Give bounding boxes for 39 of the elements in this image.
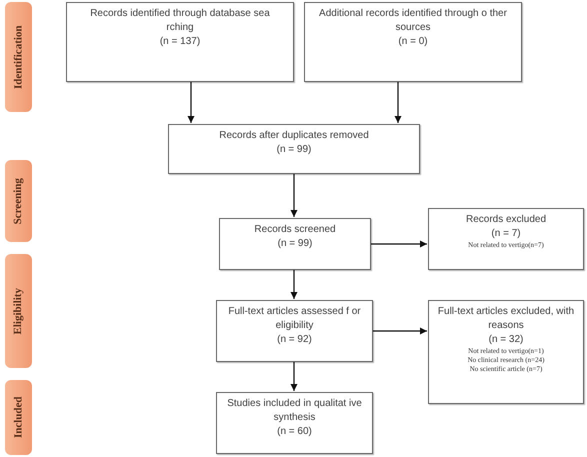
count-text: (n = 99) bbox=[276, 143, 312, 157]
arrow bbox=[188, 82, 194, 123]
box-title: Records screened bbox=[254, 223, 336, 237]
box-title: Records identified through database sea rching bbox=[89, 7, 271, 35]
count-text: (n = 7) bbox=[491, 227, 521, 241]
phase-band bbox=[5, 380, 32, 455]
arrow bbox=[373, 328, 427, 334]
arrow bbox=[290, 270, 298, 299]
process-box bbox=[428, 300, 584, 404]
process-box bbox=[216, 300, 373, 362]
box-title: Studies included in qualitat ive synthesis bbox=[226, 397, 363, 425]
box-title: Full-text articles excluded, with reasons bbox=[436, 305, 576, 333]
process-box bbox=[66, 2, 294, 82]
process-box bbox=[216, 392, 373, 454]
process-box bbox=[168, 124, 420, 174]
box-title: Records excluded bbox=[466, 213, 546, 227]
count-text: (n = 137) bbox=[160, 35, 200, 49]
phase-band bbox=[5, 2, 32, 112]
phase-label: Screening bbox=[11, 178, 26, 224]
arrow bbox=[371, 240, 427, 248]
count-text: (n = 0) bbox=[398, 35, 428, 49]
process-box bbox=[219, 218, 371, 270]
box-title: Records after duplicates removed bbox=[219, 129, 369, 143]
count-text: (n = 92) bbox=[277, 333, 312, 347]
arrow bbox=[394, 82, 402, 123]
phase-label: Included bbox=[11, 396, 26, 438]
phase-label: Identification bbox=[11, 25, 26, 89]
box-title: Additional records identified through o ther sources bbox=[318, 7, 508, 35]
arrow bbox=[290, 362, 298, 391]
phase-band bbox=[5, 254, 32, 368]
phase-label: Eligibility bbox=[11, 288, 26, 334]
box-title: Full-text articles assessed f or eligibility bbox=[227, 305, 362, 333]
count-text: (n = 32) bbox=[488, 333, 524, 347]
process-box bbox=[428, 208, 584, 270]
process-box bbox=[304, 2, 522, 82]
phase-band bbox=[5, 160, 32, 242]
count-text: (n = 99) bbox=[278, 237, 312, 251]
arrow bbox=[290, 174, 298, 217]
count-text: (n = 60) bbox=[277, 425, 312, 439]
